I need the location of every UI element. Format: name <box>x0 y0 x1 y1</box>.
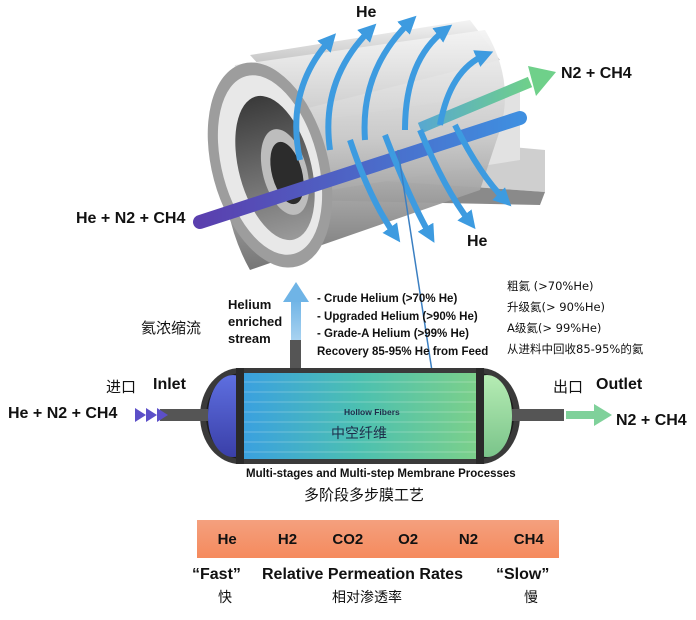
slow-label: “Slow” <box>496 566 550 583</box>
zoom-indicator-line <box>397 149 439 411</box>
gas-he: He <box>217 530 237 548</box>
process-en-label: Multi-stages and Multi-step Membrane Pro… <box>246 468 516 480</box>
note-item: Recovery 85-95% He from Feed <box>317 345 489 358</box>
helium-bottom-label: He <box>467 233 488 250</box>
note-cn-item: 升级氦(> 90%He) <box>507 300 606 314</box>
helium-grade-notes-cn: 粗氦 (>70%He) 升级氦(> 90%He) A级氦(> 99%He) 从进… <box>507 276 643 360</box>
helium-enriched-arrow <box>283 282 309 340</box>
helium-permeate-arrows-up <box>293 15 494 161</box>
gas-ch4: CH4 <box>513 530 544 548</box>
helium-concentrate-cn-label: 氦浓缩流 <box>141 319 202 337</box>
helium-grade-notes: - Crude Helium (>70% He) - Upgraded Heli… <box>317 291 488 361</box>
retentate-gas-label: N2 + CH4 <box>561 65 632 82</box>
membrane-module <box>160 282 564 464</box>
gas-o2: O2 <box>398 530 419 548</box>
outlet-gas-label: N2 + CH4 <box>616 412 687 429</box>
helium-top-label: He <box>356 4 377 21</box>
hollow-fibers-cn-label: 中空纤维 <box>331 426 387 442</box>
gas-h2: H2 <box>277 530 298 548</box>
fast-label: “Fast” <box>192 566 241 583</box>
process-cn-label: 多阶段多步膜工艺 <box>304 486 425 504</box>
hollow-fiber-pipe <box>207 20 545 270</box>
gas-n2: N2 <box>458 530 479 548</box>
feed-gas-label: He + N2 + CH4 <box>76 210 186 227</box>
note-cn-item: 粗氦 (>70%He) <box>507 279 594 293</box>
inlet-cn-label: 进口 <box>106 378 137 396</box>
gas-co2: CO2 <box>332 530 364 548</box>
permeation-rate-bar: He H2 CO2 O2 N2 CH4 <box>197 520 559 558</box>
inlet-gas-label: He + N2 + CH4 <box>8 405 118 422</box>
outlet-cn-label: 出口 <box>553 378 584 396</box>
note-item: - Upgraded Helium (>90% He) <box>317 310 478 323</box>
inlet-arrow <box>135 408 168 422</box>
slow-cn-label: 慢 <box>524 590 538 606</box>
note-item: - Grade-A Helium (>99% He) <box>317 328 469 340</box>
relative-permeation-cn-title: 相对渗透率 <box>332 590 402 606</box>
helium-enriched-stream-label: Helium enriched stream <box>228 297 283 346</box>
hollow-fibers-label: Hollow Fibers <box>344 407 400 417</box>
inlet-en-label: Inlet <box>153 376 186 393</box>
fast-cn-label: 快 <box>218 590 232 606</box>
helium-permeate-arrows-down <box>347 123 512 243</box>
note-cn-item: 从进料中回收85-95%的氦 <box>507 342 644 356</box>
relative-permeation-title: Relative Permeation Rates <box>262 566 463 583</box>
outlet-en-label: Outlet <box>596 376 643 393</box>
note-cn-item: A级氦(> 99%He) <box>507 321 602 335</box>
outlet-arrow <box>566 404 612 426</box>
note-item: - Crude Helium (>70% He) <box>317 293 458 305</box>
